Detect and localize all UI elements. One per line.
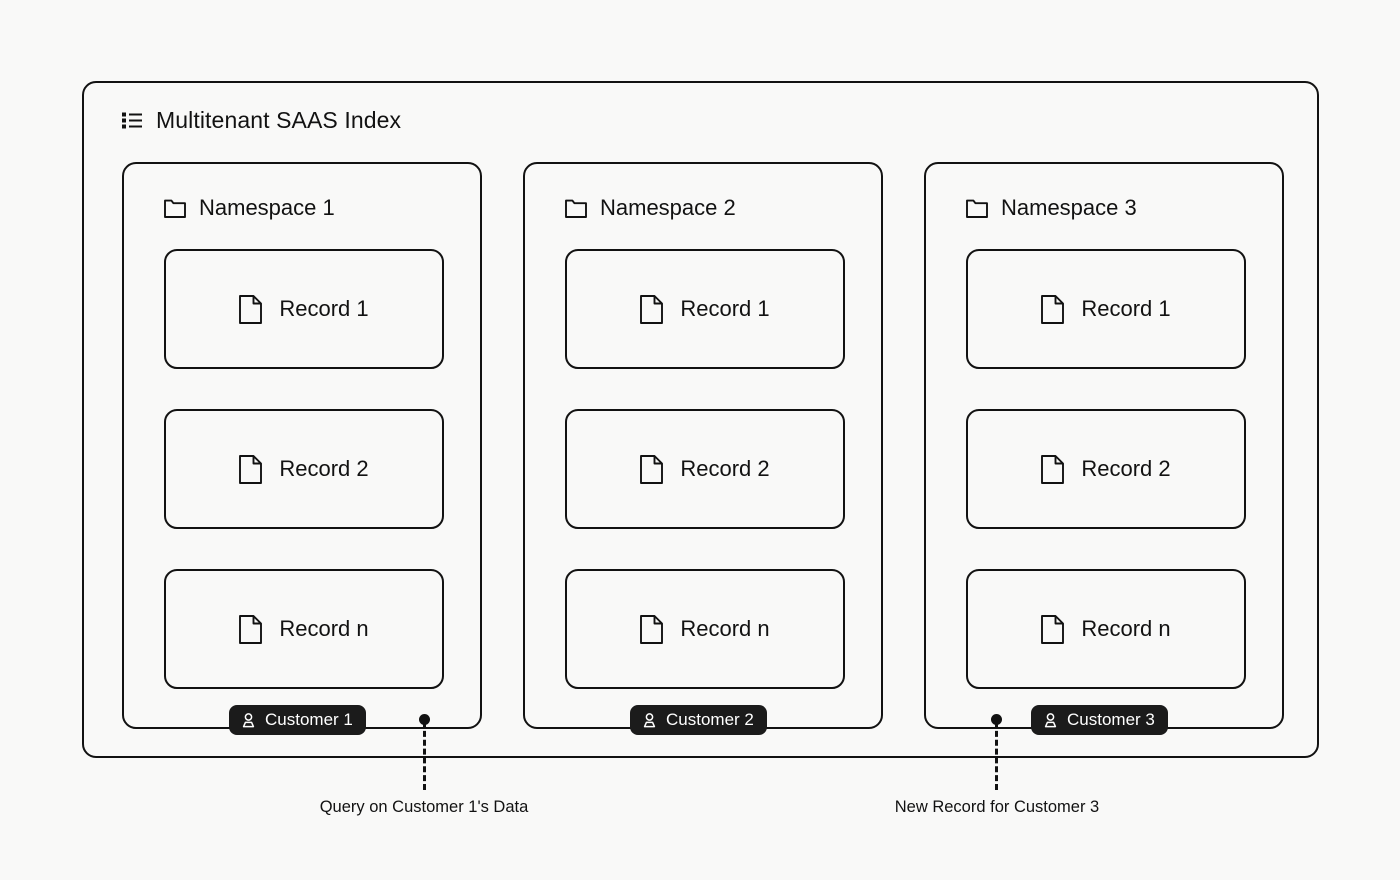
customer-label: Customer 2 xyxy=(666,709,754,729)
document-icon xyxy=(1041,454,1065,484)
customer-label: Customer 1 xyxy=(265,709,353,729)
folder-icon xyxy=(164,199,186,218)
callout-line-query xyxy=(423,722,426,790)
document-icon xyxy=(640,614,664,644)
customer-label: Customer 3 xyxy=(1067,709,1155,729)
record-card[interactable]: Record 1 xyxy=(565,249,845,369)
record-card[interactable]: Record 1 xyxy=(966,249,1246,369)
page-title: Multitenant SAAS Index xyxy=(156,107,402,133)
records-list-2: Record 1 Record 2 xyxy=(565,249,845,689)
namespace-card-3[interactable]: Namespace 3 Record 1 xyxy=(924,162,1284,729)
record-card[interactable]: Record n xyxy=(164,569,444,689)
namespace-card-1[interactable]: Namespace 1 Record 1 xyxy=(122,162,482,729)
folder-icon xyxy=(966,199,988,218)
record-label: Record n xyxy=(279,616,369,641)
record-label: Record 1 xyxy=(1081,296,1171,321)
document-icon xyxy=(239,294,263,324)
multitenant-index-container: Multitenant SAAS Index Namespace 1 xyxy=(82,81,1319,758)
record-label: Record n xyxy=(680,616,770,641)
record-card[interactable]: Record 2 xyxy=(966,409,1246,529)
record-label: Record 2 xyxy=(1081,456,1171,481)
namespace-title: Namespace 1 xyxy=(199,195,335,220)
record-label: Record n xyxy=(1081,616,1171,641)
customer-badge-1[interactable]: Customer 1 xyxy=(229,705,366,735)
index-header: Multitenant SAAS Index xyxy=(122,107,401,134)
record-card[interactable]: Record n xyxy=(565,569,845,689)
document-icon xyxy=(239,614,263,644)
namespace-title: Namespace 3 xyxy=(1001,195,1137,220)
callout-label-query: Query on Customer 1's Data xyxy=(319,798,529,816)
document-icon xyxy=(640,454,664,484)
document-icon xyxy=(1041,294,1065,324)
namespaces-row: Namespace 1 Record 1 xyxy=(122,162,1284,729)
customer-badge-3[interactable]: Customer 3 xyxy=(1031,705,1168,735)
namespace-header-2: Namespace 2 xyxy=(565,195,736,221)
customer-badge-2[interactable]: Customer 2 xyxy=(630,705,767,735)
list-icon xyxy=(122,112,142,129)
records-list-3: Record 1 Record 2 xyxy=(966,249,1246,689)
folder-icon xyxy=(565,199,587,218)
namespace-header-3: Namespace 3 xyxy=(966,195,1137,221)
record-card[interactable]: Record 2 xyxy=(565,409,845,529)
record-card[interactable]: Record n xyxy=(966,569,1246,689)
document-icon xyxy=(1041,614,1065,644)
record-label: Record 2 xyxy=(680,456,770,481)
namespace-header-1: Namespace 1 xyxy=(164,195,335,221)
person-icon xyxy=(240,712,257,729)
document-icon xyxy=(640,294,664,324)
record-card[interactable]: Record 2 xyxy=(164,409,444,529)
namespace-card-2[interactable]: Namespace 2 Record 1 xyxy=(523,162,883,729)
person-icon xyxy=(1042,712,1059,729)
connector-dot-query xyxy=(419,714,430,725)
record-label: Record 1 xyxy=(279,296,369,321)
document-icon xyxy=(239,454,263,484)
namespace-title: Namespace 2 xyxy=(600,195,736,220)
record-card[interactable]: Record 1 xyxy=(164,249,444,369)
records-list-1: Record 1 Record 2 xyxy=(164,249,444,689)
callout-label-new-record: New Record for Customer 3 xyxy=(894,798,1100,816)
record-label: Record 1 xyxy=(680,296,770,321)
person-icon xyxy=(641,712,658,729)
connector-dot-new-record xyxy=(991,714,1002,725)
record-label: Record 2 xyxy=(279,456,369,481)
callout-line-new-record xyxy=(995,722,998,790)
